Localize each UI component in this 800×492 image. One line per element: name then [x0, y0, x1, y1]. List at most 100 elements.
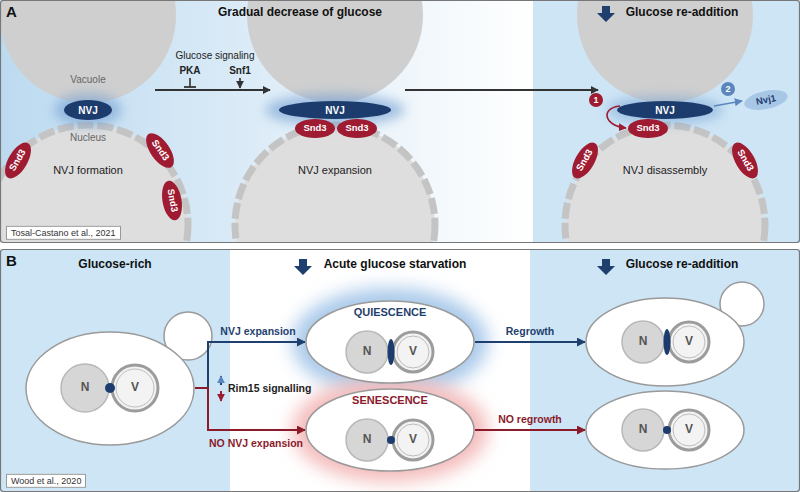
panel-label: NVJ formation [53, 164, 123, 177]
citation: Wood et al., 2020 [6, 474, 86, 488]
vacuole [577, 0, 753, 103]
nvj-contact: NVJ [279, 101, 391, 119]
panel-label: A [6, 3, 17, 20]
nucleus-circle: N [345, 330, 389, 374]
node-outline [141, 128, 180, 172]
yeast-cell: NV [585, 390, 745, 470]
panel-label: Gradual decrease of glucose [218, 6, 382, 20]
callout-number: 2 [721, 82, 735, 96]
panel-label: B [6, 252, 17, 269]
snd3-protein: Snd3 [295, 119, 335, 138]
activation-arrow [239, 78, 241, 88]
node-text: Snd3 [345, 123, 368, 133]
nucleus-circle: N [345, 418, 389, 462]
snd3-protein: Snd3 [337, 119, 377, 138]
node-outline [295, 119, 335, 138]
yeast-cell: N V QUIESCENCE [305, 300, 475, 384]
nvj-mark [664, 329, 671, 355]
down-arrow-symbol [597, 259, 615, 275]
node-text: N [81, 381, 90, 394]
down-arrow-symbol [220, 391, 222, 401]
panel-label: Acute glucose starvation [324, 258, 467, 272]
panel-label: Glucose re-addition [626, 258, 739, 272]
vacuole-membrane [673, 326, 705, 358]
starvation-band [230, 249, 530, 492]
node-outline [0, 138, 36, 182]
node-outline [159, 179, 185, 222]
flow-arrow [195, 342, 305, 388]
cell-outline [306, 389, 474, 471]
edge-label: NO regrowth [498, 413, 562, 425]
vacuole [0, 0, 176, 103]
panel-label: Glucose-rich [78, 258, 151, 272]
inhibition-line [189, 78, 191, 87]
nvj-glow [54, 94, 122, 126]
edge-label: NO NVJ expansion [209, 437, 303, 449]
nucleus [0, 125, 188, 243]
release-arrow [714, 101, 742, 106]
vacuole-membrane [397, 424, 429, 456]
node-text: N [363, 345, 372, 358]
vacuole-membrane [673, 414, 705, 446]
cell-outline [26, 332, 194, 445]
nvj-contact: NVJ [64, 100, 112, 120]
vacuole-outline [393, 420, 433, 460]
node-text: V [409, 345, 417, 358]
vacuole-outline [669, 322, 709, 362]
nucleus [565, 125, 765, 243]
node-text: QUIESCENCE [354, 306, 427, 318]
vacuole-outline [112, 365, 158, 411]
down-arrow-symbol [294, 259, 312, 275]
panel-label: PKA [179, 65, 200, 77]
down-arrow-symbol [597, 6, 615, 22]
node-outline [628, 119, 668, 138]
panel-label: Glucose signaling [176, 50, 255, 62]
node-text: Snd3 [303, 123, 326, 133]
quiescence-glow [292, 288, 488, 396]
yeast-cell: NV [25, 331, 195, 446]
cell-outline [586, 391, 744, 469]
panel-frame [1, 1, 800, 243]
node-text: NVJ [325, 105, 344, 116]
node-outline [567, 138, 603, 182]
flow-arrow [475, 429, 585, 431]
panel-b-art [0, 249, 800, 492]
node-text: SENESCENCE [352, 394, 428, 406]
node-outline [279, 101, 391, 119]
panel-label: Rim15 signalling [228, 382, 311, 394]
panel-label: NVJ disassembly [623, 164, 707, 177]
stage-arrow [405, 89, 598, 91]
panel-label: Glucose re-addition [626, 6, 739, 20]
nucleus [235, 125, 435, 243]
nucleus-circle: N [60, 363, 110, 413]
nvj-glow [265, 94, 405, 126]
vacuole-membrane [116, 369, 154, 407]
vacuole-outline [669, 410, 709, 450]
vacuole-circle: V [667, 408, 711, 452]
node-text: N [363, 433, 372, 446]
node-text: N [639, 335, 648, 348]
nvj-glow [607, 96, 723, 124]
nucleus-circle: N [621, 408, 665, 452]
snd3-protein: Snd3 [628, 119, 668, 138]
yeast-cell: N V SENESCENCE [305, 388, 475, 472]
nvj-mark [663, 426, 671, 434]
node-text: V [131, 381, 139, 394]
inhibition-bar [184, 86, 196, 88]
node-outline [727, 138, 763, 182]
citation: Tosal-Castano et al., 2021 [6, 226, 121, 240]
node-text: Snd3 [636, 123, 659, 133]
vacuole-circle: V [391, 330, 435, 374]
node-text: V [409, 433, 417, 446]
node-text: V [685, 335, 693, 348]
nvj-mark [105, 383, 115, 393]
yeast-cell: NV [585, 297, 745, 387]
edge-label: Regrowth [506, 325, 554, 337]
cell-outline [586, 298, 744, 386]
callout-number: 1 [589, 93, 603, 107]
panel-frame [1, 250, 800, 492]
flow-arrow [475, 341, 585, 343]
glucose-rich-band [0, 249, 230, 492]
node-outline [743, 87, 790, 114]
